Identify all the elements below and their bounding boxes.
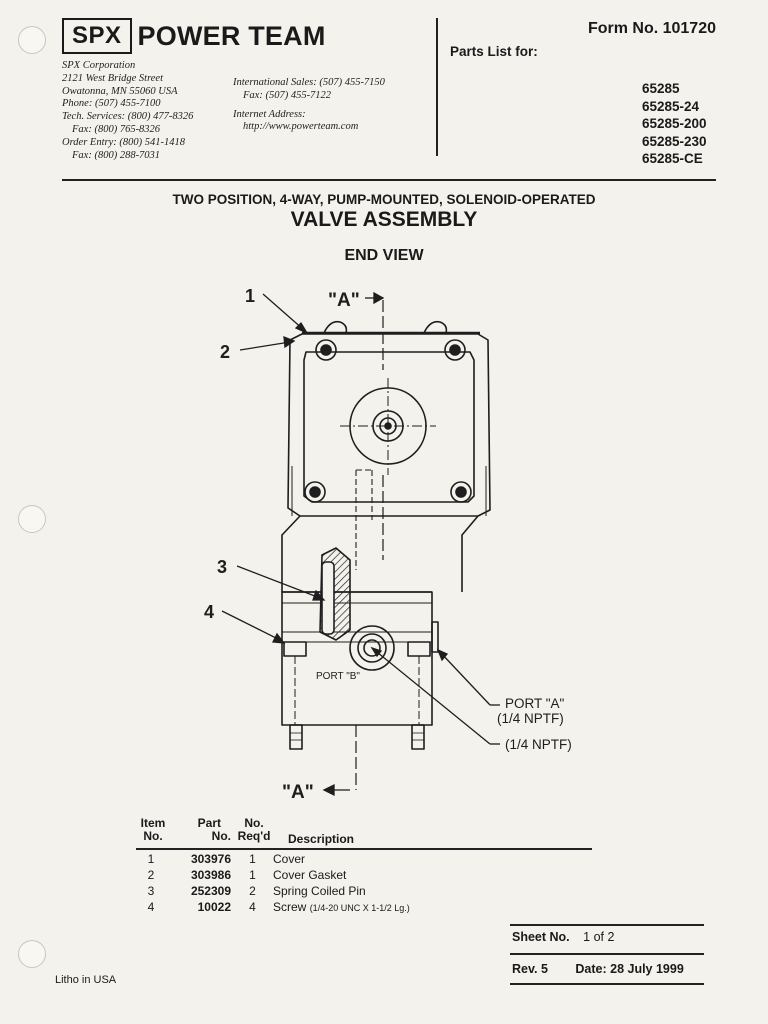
internet-label: Internet Address:: [233, 108, 306, 120]
callout-3: 3: [217, 557, 227, 577]
corner-screw: [444, 339, 466, 361]
header-part: Part No.: [197, 816, 231, 843]
address-line: Owatonna, MN 55060 USA: [62, 85, 178, 97]
table-row: 1 303976 1 Cover: [147, 852, 306, 866]
screw-head-top-right: [423, 320, 448, 334]
callout-2: 2: [220, 342, 230, 362]
corner-screw: [304, 481, 326, 503]
corner-screw: [320, 344, 332, 356]
cover-recess: [303, 351, 475, 503]
parts-list-for-label: Parts List for:: [450, 44, 538, 59]
sheet-number: Sheet No. 1 of 2: [512, 930, 615, 944]
address-line: Order Entry: (800) 541-1418: [62, 136, 185, 148]
callout-leader-3: [236, 565, 321, 599]
header-divider: [436, 18, 438, 156]
valve-body: [281, 591, 433, 726]
corner-screw: [449, 344, 461, 356]
table-row: 2 303986 1 Cover Gasket: [147, 868, 347, 882]
header-description: Description: [288, 832, 355, 846]
address-line: Phone: (507) 455-7100: [62, 98, 161, 110]
section-a-top-label: "A": [328, 290, 360, 311]
corner-screw: [309, 486, 321, 498]
punch-hole-middle: [18, 505, 46, 533]
logo-power-team: POWER TEAM: [137, 20, 326, 51]
corner-screw: [450, 481, 472, 503]
address-line: SPX Corporation: [62, 60, 136, 71]
company-address: SPX Corporation 2121 West Bridge Street …: [62, 60, 193, 162]
callout-leader-1: [262, 293, 305, 331]
section-a-bottom-label: "A": [282, 782, 314, 803]
screw-head-top-left: [323, 320, 348, 334]
model-number: 65285-200: [642, 116, 707, 131]
port-b-size: (1/4 NPTF): [505, 737, 572, 752]
view-label: END VIEW: [344, 247, 424, 264]
company-logo: SPX POWER TEAM: [62, 16, 370, 56]
address-line: Fax: (800) 765-8326: [72, 123, 161, 135]
port-a-leader: [439, 651, 491, 706]
port-b-circle: [349, 625, 395, 671]
table-row: 3 252309 2 Spring Coiled Pin: [147, 884, 366, 898]
header-rule: [62, 179, 716, 181]
header-item: Item No.: [140, 816, 166, 843]
document-subtitle: TWO POSITION, 4-WAY, PUMP-MOUNTED, SOLEN…: [172, 192, 596, 207]
table-header-rule: [136, 848, 592, 850]
model-number: 65285-CE: [642, 151, 703, 166]
model-number: 65285-230: [642, 133, 707, 149]
document-title: VALVE ASSEMBLY: [290, 208, 478, 231]
litho-note: Litho in USA: [55, 974, 117, 986]
model-number: 65285-24: [642, 98, 700, 114]
valve-neck: [281, 515, 479, 592]
table-row: 4 10022 4 Screw (1/4-20 UNC X 1-1/2 Lg.): [147, 900, 410, 914]
address-line: 2121 West Bridge Street: [62, 72, 164, 84]
callout-leader-2: [239, 341, 291, 351]
callout-leader-4: [221, 610, 281, 641]
mounting-stud: [289, 724, 303, 750]
international-sales: International Sales: (507) 455-7150: [233, 77, 385, 88]
internet-url: http://www.powerteam.com: [243, 121, 359, 133]
port-a-label: PORT "A": [505, 696, 565, 711]
port-a-size: (1/4 NPTF): [497, 711, 564, 726]
valve-end-view-drawing: 1 2 3 4 "A" "A" PORT "B" PORT "A" (1/4 N…: [204, 286, 572, 803]
body-screw-pocket: [283, 641, 307, 657]
sheet-rule-top: [510, 924, 704, 926]
model-list: 65285 65285-24 65285-200 65285-230 65285…: [642, 80, 707, 168]
punch-hole-bottom: [18, 940, 46, 968]
header-qty: No. Req'd: [237, 816, 271, 843]
mounting-stud: [411, 724, 425, 750]
port-a-fitting: [431, 621, 439, 653]
international-contact: International Sales: (507) 455-7150 Fax:…: [233, 77, 385, 134]
callout-1: 1: [245, 286, 255, 306]
address-line: Tech. Services: (800) 477-8326: [62, 111, 194, 123]
address-line: Fax: (800) 288-7031: [72, 149, 161, 161]
callout-4: 4: [204, 602, 214, 622]
sheet-rule-middle: [510, 953, 704, 955]
logo-spx: SPX: [62, 18, 132, 54]
spring-pin: [321, 561, 335, 635]
screw-spec: (1/4-20 UNC X 1-1/2 Lg.): [309, 903, 410, 913]
form-number: Form No. 101720: [587, 20, 716, 37]
international-fax: Fax: (507) 455-7122: [243, 89, 332, 101]
revision-info: Rev. 5 Date: 28 July 1999: [512, 962, 684, 976]
port-b-leader: [371, 647, 491, 745]
body-screw-pocket: [407, 641, 431, 657]
corner-screw: [315, 339, 337, 361]
port-b-label: PORT "B": [316, 671, 360, 682]
sheet-rule-bottom: [510, 983, 704, 985]
punch-hole-top: [18, 26, 46, 54]
model-number: 65285: [642, 81, 680, 96]
corner-screw: [455, 486, 467, 498]
